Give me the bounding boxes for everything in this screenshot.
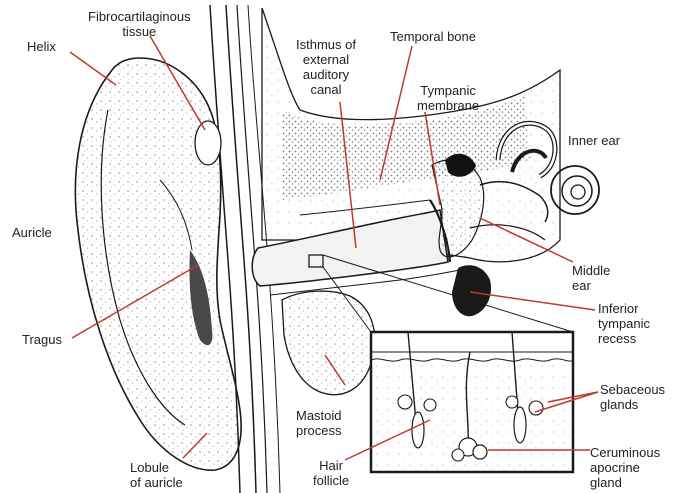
label-fibrocartilaginous-tissue: Fibrocartilaginous tissue bbox=[88, 9, 191, 39]
label-temporal-bone: Temporal bone bbox=[390, 29, 476, 44]
label-tympanic-membrane: Tympanic membrane bbox=[417, 83, 479, 113]
label-inferior-tympanic-recess: Inferior tympanic recess bbox=[598, 301, 650, 346]
label-tragus: Tragus bbox=[22, 332, 62, 347]
label-hair-follicle: Hair follicle bbox=[313, 458, 349, 488]
label-ceruminous-apocrine-gland: Ceruminous apocrine gland bbox=[590, 445, 660, 490]
label-isthmus: Isthmus of external auditory canal bbox=[296, 37, 356, 97]
mastoid-shape bbox=[282, 291, 375, 395]
label-sebaceous-glands: Sebaceous glands bbox=[600, 382, 665, 412]
inferior-recess-leader bbox=[470, 292, 595, 310]
auricle-shape bbox=[75, 58, 241, 470]
fibrocartilage-nodule bbox=[195, 121, 221, 165]
label-lobule-of-auricle: Lobule of auricle bbox=[130, 460, 183, 490]
label-auricle: Auricle bbox=[12, 225, 52, 240]
label-mastoid-process: Mastoid process bbox=[296, 408, 342, 438]
label-helix: Helix bbox=[27, 39, 56, 54]
label-inner-ear: Inner ear bbox=[568, 133, 620, 148]
helix-leader bbox=[70, 52, 116, 85]
label-middle-ear: Middle ear bbox=[572, 263, 610, 293]
